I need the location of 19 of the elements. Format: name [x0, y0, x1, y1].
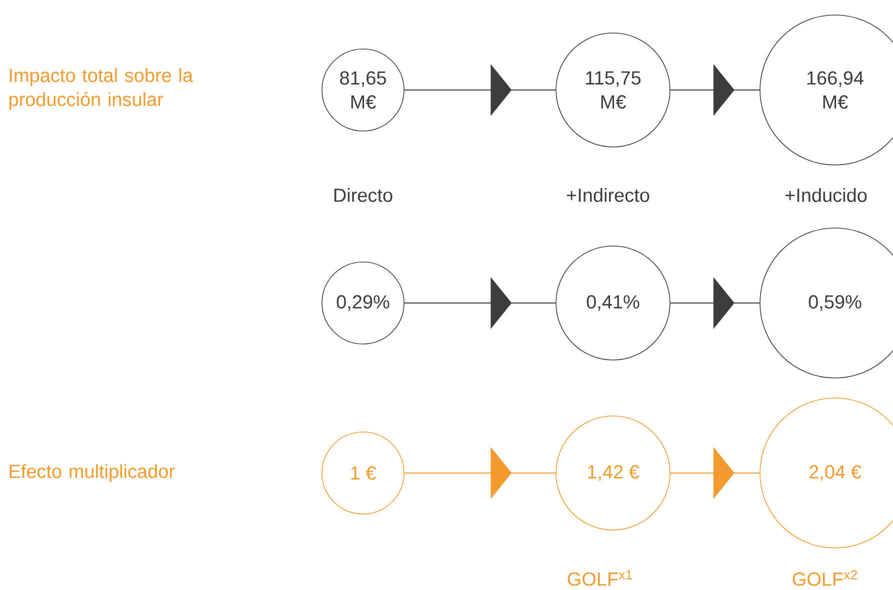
- circle-node: 0,41%: [556, 246, 670, 360]
- circle-node: 0,29%: [322, 262, 404, 344]
- node-caption: GOLF$^{x1}$: [568, 570, 632, 586]
- circle-node: 1,42 €: [556, 416, 670, 530]
- circle-node: 1 €: [322, 432, 404, 514]
- node-caption: +Inducido: [785, 188, 867, 202]
- circle-node: 115,75 M€: [556, 32, 670, 148]
- arrow: [404, 277, 556, 329]
- arrow: [670, 277, 760, 329]
- arrow: [670, 64, 760, 116]
- row-label: Efecto multiplicador: [10, 464, 175, 482]
- arrow: [670, 447, 760, 499]
- node-caption: +Indirecto: [566, 188, 650, 202]
- node-caption: Directo: [334, 188, 392, 202]
- circle-node: 81,65 M€: [322, 48, 404, 132]
- arrow: [404, 64, 556, 116]
- node-caption: GOLF$^{x2}$: [792, 570, 857, 586]
- row-label: Impacto total sobre la producción insular: [9, 68, 193, 110]
- arrow: [404, 447, 556, 499]
